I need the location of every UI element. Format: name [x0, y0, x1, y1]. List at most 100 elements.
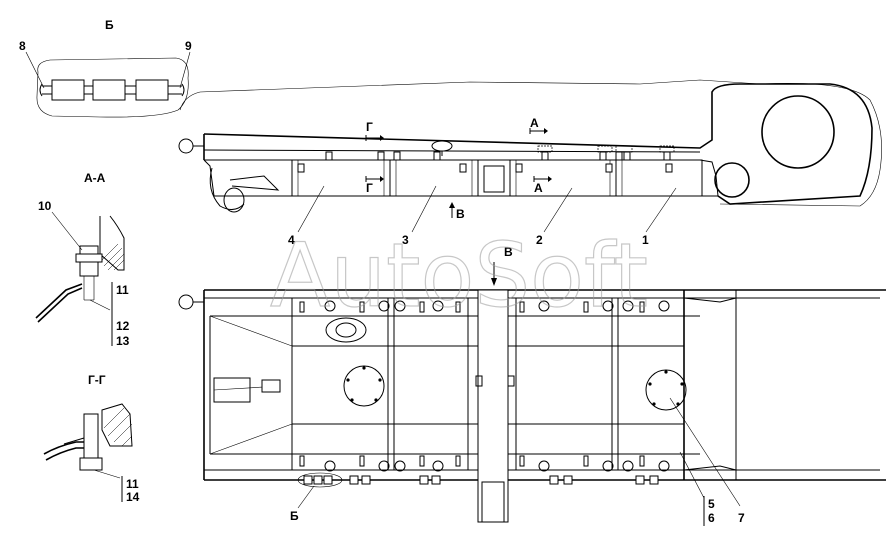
- leader-9: [179, 51, 191, 89]
- axle-clip-l: [475, 375, 483, 387]
- callout-13: 13: [116, 334, 130, 348]
- callout-8: 8: [19, 39, 26, 53]
- top-row-bolts: [324, 300, 670, 472]
- front-bracket-end: [261, 379, 281, 393]
- section-marker-a-top: А: [529, 116, 548, 134]
- bottom-strip-blocks: [303, 475, 659, 485]
- callout-2: 2: [536, 233, 543, 247]
- section-2: [509, 159, 617, 197]
- section-g-label-bottom: Г: [366, 181, 373, 195]
- section-view-gg: Г-Г 11 14: [43, 373, 140, 504]
- view-v-label-side: В: [456, 207, 465, 221]
- rear-brace-bottom: [683, 465, 737, 471]
- callout-9: 9: [185, 39, 192, 53]
- filler-cap: [431, 140, 453, 152]
- callout-6: 6: [708, 511, 715, 525]
- rear-brace-top: [683, 297, 737, 303]
- callout-5: 5: [708, 497, 715, 511]
- view-aa-title: А-А: [84, 171, 106, 185]
- leader-11-14: [93, 469, 121, 479]
- view-v-marker-top: В: [491, 245, 513, 286]
- top-view-frame: В Б 5 6 7: [178, 245, 886, 526]
- callout-11-b: 11: [126, 477, 139, 491]
- section-1: [615, 159, 703, 197]
- axle-clip-r: [507, 375, 515, 387]
- front-taper-bottom: [209, 423, 293, 455]
- detail-b-clip-left: [39, 83, 43, 97]
- section-4: [291, 159, 391, 197]
- callout-10: 10: [38, 199, 52, 213]
- beam-bolts: [297, 151, 673, 173]
- detail-b-block-1: [51, 79, 85, 101]
- manhole-rear: [645, 369, 687, 411]
- gg-bolt: [83, 413, 99, 459]
- section-g-label-top: Г: [366, 120, 373, 134]
- gg-wall-hatch: [103, 407, 133, 447]
- callout-7: 7: [738, 511, 745, 525]
- leader-10: [51, 211, 83, 251]
- beam-rear-knuckle: [699, 159, 719, 197]
- top-tow-hitch-ball: [178, 294, 194, 310]
- view-b-title: Б: [105, 18, 114, 32]
- leader-2: [543, 187, 573, 233]
- callout-1: 1: [642, 233, 649, 247]
- callout-11-a: 11: [116, 283, 129, 297]
- filler-cap-top-inner: [335, 322, 357, 338]
- dashed-bolt-markers: [537, 145, 675, 153]
- view-gg-title: Г-Г: [88, 373, 106, 387]
- watermark: AutoSoft: [270, 224, 648, 327]
- aa-bolt-head: [75, 253, 103, 263]
- leader-4: [297, 185, 325, 233]
- axle-shaft-end: [481, 481, 505, 523]
- side-view-frame: Г Г А А В: [178, 79, 882, 247]
- detail-b-block-3: [135, 79, 169, 101]
- front-jack-arm: [209, 167, 245, 210]
- front-bracket: [213, 377, 251, 403]
- front-taper-top: [209, 315, 293, 347]
- detail-b-clip-right: [181, 83, 185, 97]
- pivot-large-circle: [761, 95, 835, 169]
- center-block-inner: [483, 165, 505, 193]
- manhole-bolts: [346, 366, 684, 406]
- detail-b-block-2: [92, 79, 126, 101]
- leader-5-6: [679, 451, 705, 499]
- leader-view-b-ref: [297, 485, 315, 509]
- detail-view-b: Б 8 9: [19, 18, 192, 118]
- top-row-tabs: [299, 301, 645, 467]
- view-b-ref-ellipse: [297, 472, 343, 488]
- side-view-ghost-outline: [179, 79, 882, 207]
- section-marker-g-bottom: Г: [365, 176, 384, 195]
- section-marker-a-bottom: А: [533, 176, 552, 195]
- aa-wall-hatch: [99, 243, 125, 271]
- callout-4: 4: [288, 233, 295, 247]
- gg-bolt-nut: [79, 457, 103, 471]
- main-beam-upper: [203, 83, 873, 205]
- gg-sheet-top: [43, 441, 84, 455]
- gg-wall: [101, 403, 133, 447]
- aa-bracket-top: [35, 283, 83, 319]
- leader-3: [411, 185, 437, 233]
- filler-cap-top: [325, 317, 367, 343]
- section-marker-g-top: Г: [365, 120, 384, 141]
- view-v-marker-side: В: [449, 202, 465, 221]
- leader-1: [645, 187, 677, 233]
- section-view-aa: А-А 10 11 12 13: [35, 171, 130, 348]
- callout-12: 12: [116, 319, 130, 333]
- leader-7: [669, 397, 741, 507]
- callout-3: 3: [402, 233, 409, 247]
- view-b-ref-label: Б: [290, 509, 299, 523]
- section-center-block: [477, 159, 511, 197]
- leader-8: [25, 51, 45, 89]
- manhole-center: [343, 365, 385, 407]
- aa-wall: [99, 215, 125, 271]
- section-a-label-bottom: А: [534, 181, 543, 195]
- front-jack-link: [229, 175, 280, 191]
- gg-sheet-bottom: [45, 447, 84, 461]
- pivot-small-circle: [714, 162, 750, 198]
- callout-14: 14: [126, 490, 140, 504]
- gg-sheet-edge: [63, 437, 85, 445]
- tow-hitch-ball: [178, 138, 194, 154]
- section-a-label-top: А: [530, 116, 539, 130]
- view-v-label-top: В: [504, 245, 513, 259]
